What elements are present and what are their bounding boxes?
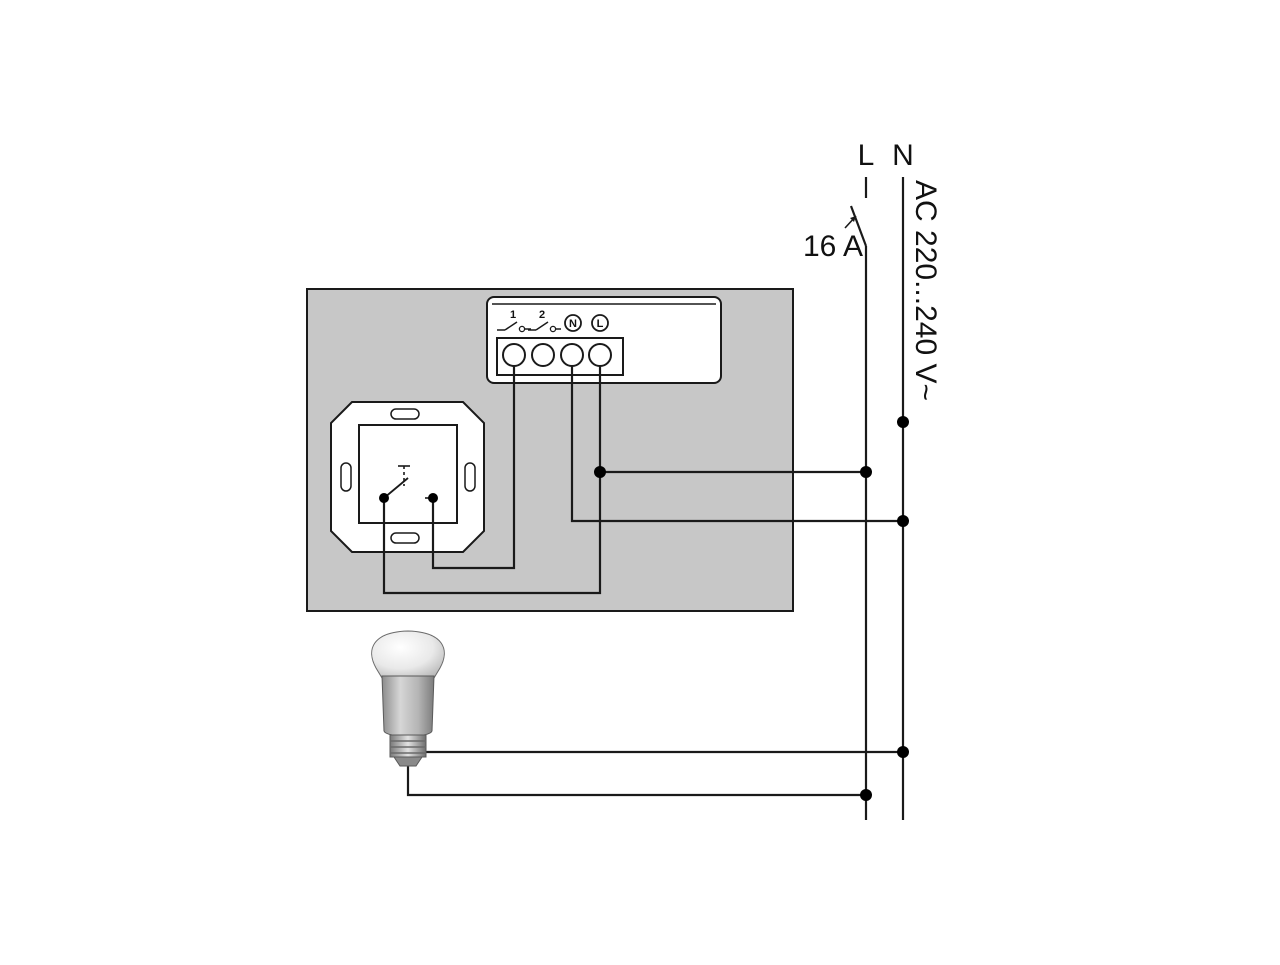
junction-dot <box>860 466 872 478</box>
breaker-icon <box>844 215 857 229</box>
junction-dot <box>897 515 909 527</box>
mounting-slot <box>340 462 352 492</box>
terminal-label-1: 1 <box>510 309 516 321</box>
junction-dot <box>594 466 606 478</box>
supply-lines: L N 16 A AC 220...240 V~ <box>803 139 942 820</box>
junction-dot <box>897 746 909 758</box>
junction-dot <box>428 493 438 503</box>
wiring <box>382 366 903 797</box>
junction-dot <box>379 493 389 503</box>
light-bulb-icon <box>371 630 445 767</box>
terminal-label-l: L <box>597 318 604 330</box>
terminal-screw-1 <box>502 343 526 367</box>
line-label-l: L <box>858 139 875 172</box>
junction-dot <box>897 416 909 428</box>
push-button-switch <box>330 401 485 553</box>
terminal-label-2: 2 <box>539 309 545 321</box>
terminal-label-n: N <box>569 318 577 330</box>
terminal-screw-l <box>588 343 612 367</box>
line-label-n: N <box>892 139 914 172</box>
mounting-slot <box>390 408 420 420</box>
terminal-screw-2 <box>531 343 555 367</box>
switch-symbol-icon <box>497 321 531 333</box>
switch-symbol-icon <box>528 321 561 333</box>
junction-dot <box>860 789 872 801</box>
actuator-module: 1 2 N L <box>486 296 722 384</box>
mounting-slot <box>464 462 476 492</box>
terminal-screw-n <box>560 343 584 367</box>
mounting-slot <box>390 532 420 544</box>
fuse-label: 16 A <box>803 230 863 263</box>
voltage-label: AC 220...240 V~ <box>909 180 942 401</box>
